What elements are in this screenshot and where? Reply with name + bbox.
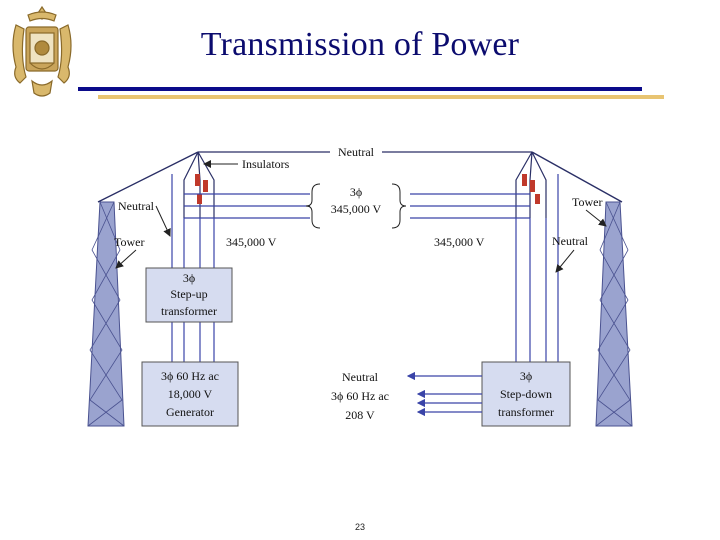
neutral-left-label: Neutral	[118, 199, 155, 213]
neutral-top-label: Neutral	[338, 145, 375, 159]
voltage-right-label: 345,000 V	[434, 235, 485, 249]
neutral-right-label: Neutral	[552, 234, 589, 248]
generator-box: 3ϕ 60 Hz ac 18,000 V Generator	[141, 361, 239, 427]
left-tower	[87, 151, 199, 427]
tower-right-label: Tower	[572, 195, 602, 209]
stepdown-line3: transformer	[498, 405, 554, 419]
output-line1: Neutral	[342, 370, 379, 384]
tower-left-label: Tower	[114, 235, 144, 249]
diagram-svg: Neutral Insulators 3ϕ 345,000 V Neutral …	[87, 145, 633, 427]
output-line3: 208 V	[345, 408, 375, 422]
stepdown-line2: Step-down	[500, 387, 552, 401]
generator-line2: 18,000 V	[168, 387, 213, 401]
crest-emblem-icon	[12, 5, 72, 97]
stepdown-transformer-box: 3ϕ Step-down transformer	[481, 361, 571, 427]
stepup-line2: Step-up	[170, 287, 207, 301]
three-phase-center-label: 3ϕ	[350, 185, 362, 199]
title-underline-blue	[78, 87, 642, 91]
phase-lines	[184, 193, 530, 219]
output-line2: 3ϕ 60 Hz ac	[331, 389, 389, 403]
right-tower	[531, 151, 633, 427]
crest-logo	[6, 5, 78, 103]
stepup-transformer-box: 3ϕ Step-up transformer	[145, 267, 233, 323]
stepdown-line1: 3ϕ	[520, 369, 532, 383]
output-arrows	[406, 371, 482, 417]
generator-line3: Generator	[166, 405, 214, 419]
slide-number: 23	[354, 522, 365, 532]
voltage-left-label: 345,000 V	[226, 235, 277, 249]
page-title: Transmission of Power	[200, 26, 520, 63]
power-transmission-diagram: Neutral Insulators 3ϕ 345,000 V Neutral …	[80, 140, 640, 440]
stepup-line1: 3ϕ	[183, 271, 195, 285]
title-underline-gold	[98, 95, 664, 99]
insulators-label: Insulators	[242, 157, 290, 171]
insulators	[195, 174, 540, 204]
stepup-line3: transformer	[161, 304, 217, 318]
generator-line1: 3ϕ 60 Hz ac	[161, 369, 219, 383]
voltage-center-label: 345,000 V	[331, 202, 382, 216]
